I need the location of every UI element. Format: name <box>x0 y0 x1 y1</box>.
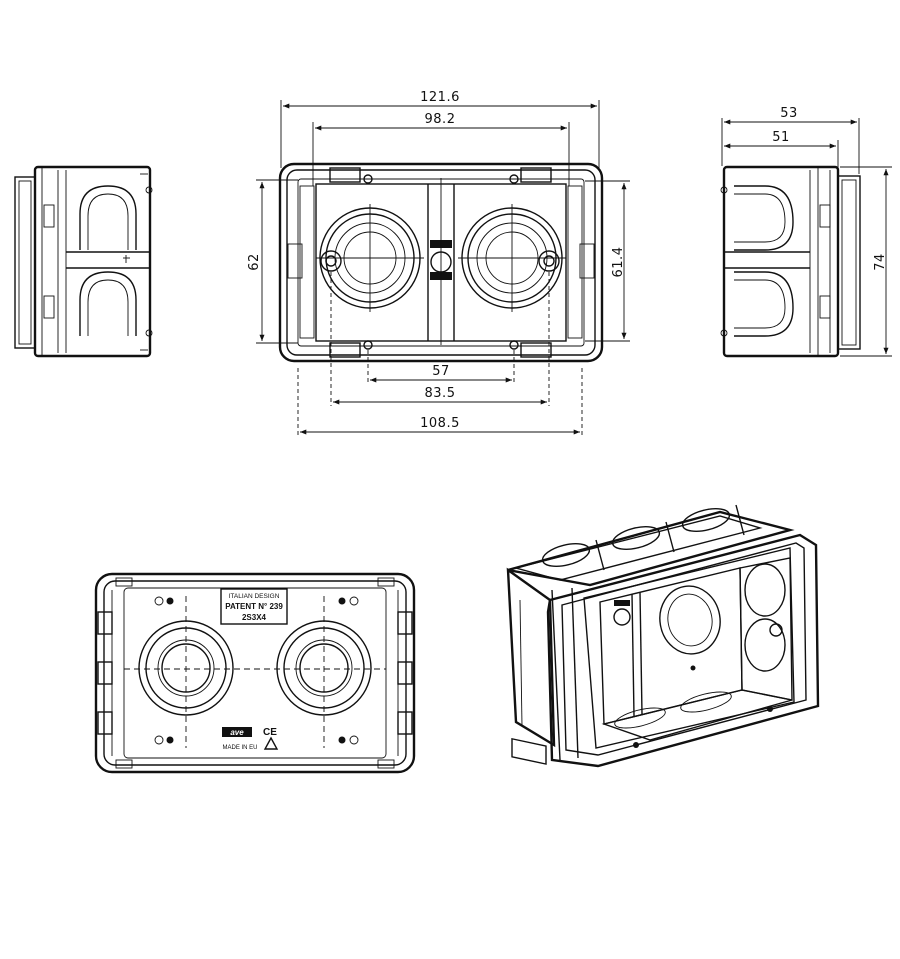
dim-mount-spacing: 83.5 <box>425 386 456 401</box>
dim-side-height: 74 <box>873 253 888 271</box>
label-model: 2S3X4 <box>242 613 267 622</box>
brand-badge-back <box>222 727 252 737</box>
dim-hole-spacing: 57 <box>432 364 450 379</box>
front-view <box>278 162 604 363</box>
dim-depth-outer: 53 <box>780 106 798 121</box>
dimension-lines-top <box>280 100 600 186</box>
dim-depth-inner: 51 <box>772 130 790 145</box>
dimension-lines-vertical <box>256 179 630 344</box>
label-patent: PATENT N° 239 <box>225 602 283 611</box>
left-side-view <box>14 165 153 358</box>
brand-logo-back: ave <box>230 728 244 737</box>
dimension-lines-bottom <box>297 272 583 436</box>
right-side-view <box>720 165 861 358</box>
dim-body-width: 108.5 <box>420 416 460 431</box>
dim-overall-width: 121.6 <box>420 90 460 105</box>
dim-height-left: 62 <box>247 253 262 271</box>
dimension-lines-right <box>721 118 892 357</box>
label-italian-design: ITALIAN DESIGN <box>229 593 280 600</box>
label-made-in: MADE IN EU <box>222 745 257 751</box>
ce-mark: CE <box>263 727 277 738</box>
back-view <box>94 572 416 774</box>
dim-height-right: 61.4 <box>611 247 626 278</box>
isometric-view <box>506 504 820 768</box>
dim-inner-width: 98.2 <box>425 112 456 127</box>
